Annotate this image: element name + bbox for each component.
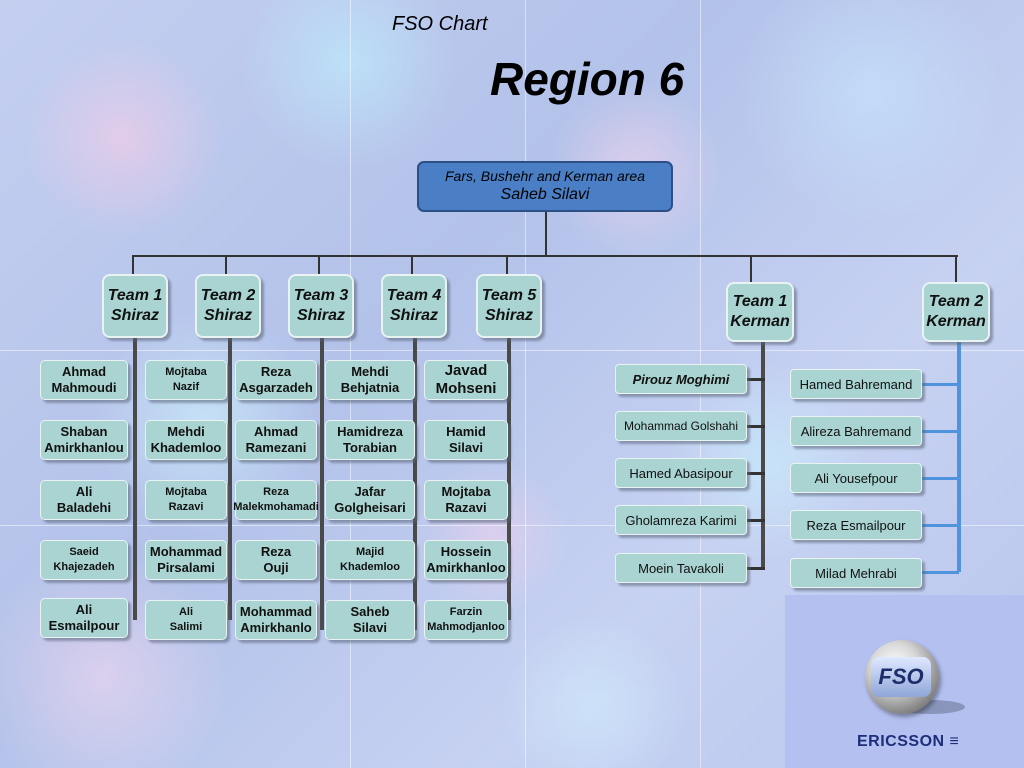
member-box: Milad Mehrabi (790, 558, 922, 588)
member-box: Mojtaba Razavi (424, 480, 508, 520)
member-box: Saeid Khajezadeh (40, 540, 128, 580)
member-box: Majid Khademloo (325, 540, 415, 580)
region-area-label: Fars, Bushehr and Kerman area (445, 168, 645, 184)
member-box: Mehdi Khademloo (145, 420, 227, 460)
member-tick (921, 524, 959, 527)
team-member-connector (507, 338, 511, 620)
region-manager-name: Saheb Silavi (500, 186, 590, 203)
chart-subtitle: FSO Chart (392, 13, 488, 35)
region-manager-box: Fars, Bushehr and Kerman area Saheb Sila… (417, 161, 673, 212)
member-box: Hamidreza Torabian (325, 420, 415, 460)
team-box: Team 1 Shiraz (102, 274, 168, 338)
team-connector (955, 255, 957, 283)
member-box: Reza Ouji (235, 540, 317, 580)
member-box: Farzin Mahmodjanloo (424, 600, 508, 640)
grid-line (0, 525, 1024, 526)
member-box: Moein Tavakoli (615, 553, 747, 583)
member-tick (745, 472, 765, 475)
team-connector (225, 255, 227, 275)
member-box: Ali Salimi (145, 600, 227, 640)
member-box: Reza Esmailpour (790, 510, 922, 540)
member-tick (921, 383, 959, 386)
member-box: Mohammad Amirkhanlo (235, 600, 317, 640)
member-box: Shaban Amirkhanlou (40, 420, 128, 460)
member-box: Hossein Amirkhanloo (424, 540, 508, 580)
ericsson-brand-text: ERICSSON (857, 733, 945, 750)
member-box: Saheb Silavi (325, 600, 415, 640)
member-tick (921, 571, 959, 574)
member-box: Ahmad Ramezani (235, 420, 317, 460)
member-tick (745, 519, 765, 522)
team-box: Team 2 Kerman (922, 282, 990, 342)
fso-logo-badge: FSO (871, 657, 931, 697)
team-member-connector (413, 338, 417, 630)
member-tick (921, 430, 959, 433)
team-member-connector (957, 340, 961, 572)
team-box: Team 3 Shiraz (288, 274, 354, 338)
team-box: Team 5 Shiraz (476, 274, 542, 338)
team-box: Team 1 Kerman (726, 282, 794, 342)
member-box: Javad Mohseni (424, 360, 508, 400)
member-box: Reza Asgarzadeh (235, 360, 317, 400)
member-box: Hamed Abasipour (615, 458, 747, 488)
member-box: Mojtaba Razavi (145, 480, 227, 520)
team-member-connector (761, 340, 765, 570)
member-box: Hamid Silavi (424, 420, 508, 460)
member-box: Alireza Bahremand (790, 416, 922, 446)
member-box: Reza Malekmohamadi (233, 480, 319, 520)
member-box: Gholamreza Karimi (615, 505, 747, 535)
member-box: Ahmad Mahmoudi (40, 360, 128, 400)
team-box: Team 2 Shiraz (195, 274, 261, 338)
member-box: Pirouz Moghimi (615, 364, 747, 394)
member-tick (745, 567, 765, 570)
grid-line (525, 0, 526, 768)
team-connector (506, 255, 508, 275)
team-box: Team 4 Shiraz (381, 274, 447, 338)
member-box: Hamed Bahremand (790, 369, 922, 399)
team-connector (411, 255, 413, 275)
member-tick (745, 378, 765, 381)
member-box: Ali Yousefpour (790, 463, 922, 493)
member-box: Mohammad Golshahi (615, 411, 747, 441)
member-box: Mohammad Pirsalami (145, 540, 227, 580)
team-member-connector (133, 338, 137, 620)
member-box: Mojtaba Nazif (145, 360, 227, 400)
team-connector (750, 255, 752, 283)
team-member-connector (228, 338, 232, 620)
team-bus-line (132, 255, 958, 257)
member-box: Ali Baladehi (40, 480, 128, 520)
ericsson-mark-icon: ≡ (949, 733, 960, 750)
team-connector (132, 255, 134, 275)
member-box: Mehdi Behjatnia (325, 360, 415, 400)
page-title: Region 6 (490, 53, 685, 105)
team-connector (318, 255, 320, 275)
grid-line (0, 350, 1024, 351)
root-connector (545, 212, 547, 256)
member-tick (921, 477, 959, 480)
member-box: Jafar Golgheisari (325, 480, 415, 520)
member-tick (745, 425, 765, 428)
team-member-connector (320, 338, 324, 630)
ericsson-logo: ERICSSON ≡ (857, 733, 959, 751)
member-box: Ali Esmailpour (40, 598, 128, 638)
